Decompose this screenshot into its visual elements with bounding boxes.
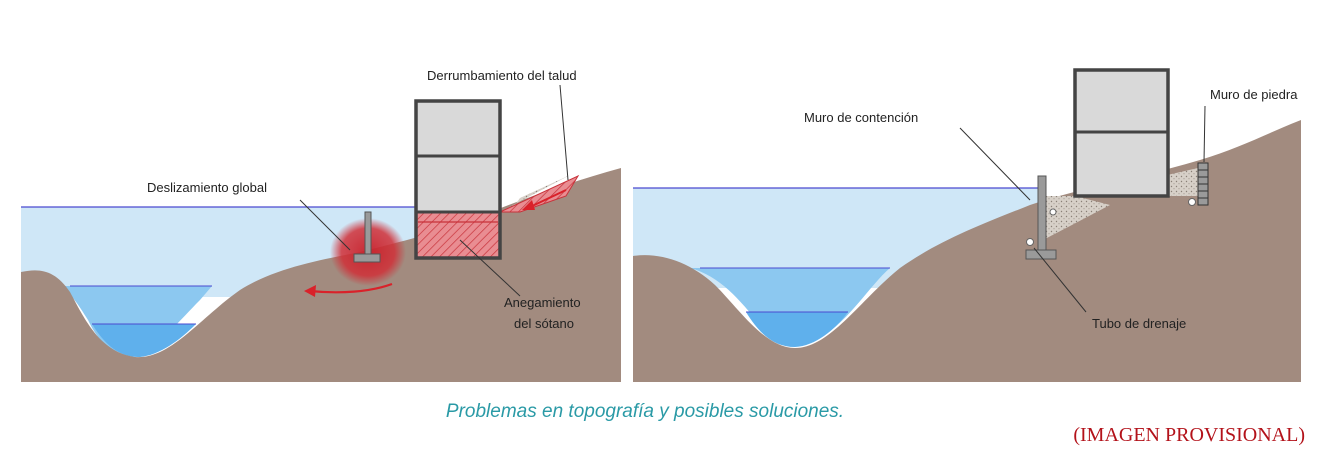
- left-building-floor-mid: [416, 156, 500, 212]
- label-basement-flood-2: del sótano: [514, 316, 574, 331]
- right-panel: [633, 68, 1301, 382]
- stone-wall-drain-icon: [1188, 198, 1196, 206]
- right-building-floor-bottom: [1075, 132, 1168, 196]
- basement-flooded: [416, 212, 500, 258]
- label-drain-pipe: Tubo de drenaje: [1092, 316, 1186, 331]
- label-retaining-wall: Muro de contención: [804, 110, 918, 125]
- provisional-image-stamp: (IMAGEN PROVISIONAL): [1073, 424, 1305, 446]
- drain-pipe-icon: [1026, 238, 1034, 246]
- leader-retaining-wall: [959, 127, 1031, 201]
- slide-arrow: [309, 282, 393, 294]
- leader-basement-flood: [459, 239, 521, 297]
- leader-global-slide: [299, 199, 351, 251]
- leader-stone-wall: [1203, 105, 1206, 163]
- left-river-deep: [92, 324, 196, 358]
- label-stone-wall: Muro de piedra: [1210, 87, 1298, 102]
- left-panel: [21, 84, 621, 382]
- left-building-floor-top: [416, 101, 500, 156]
- left-wall-footing: [353, 253, 381, 263]
- left-fill-soil: [371, 175, 570, 212]
- label-slope-collapse: Derrumbamiento del talud: [427, 68, 577, 83]
- right-river-deep: [746, 312, 848, 347]
- right-river-mid: [690, 268, 890, 345]
- collapse-arrow: [527, 189, 567, 209]
- collapse-arrow-head: [522, 200, 535, 210]
- topography-diagram: Derrumbamiento del talud Deslizamiento g…: [21, 68, 1301, 382]
- drain-pipe-upper-icon: [1049, 208, 1057, 216]
- leader-drain-pipe: [1033, 247, 1087, 313]
- label-global-slide: Deslizamiento global: [147, 180, 267, 195]
- label-basement-flood-1: Anegamiento: [504, 295, 581, 310]
- figure-caption: Problemas en topografía y posibles soluc…: [445, 401, 845, 422]
- stone-wall: [1197, 162, 1209, 206]
- retaining-wall-footing: [1025, 249, 1057, 260]
- slide-arrow-head: [304, 285, 316, 297]
- retaining-wall-stem: [1037, 175, 1047, 253]
- left-wall-stem: [364, 211, 372, 257]
- leader-slope-collapse: [559, 84, 569, 181]
- right-building-floor-top: [1075, 70, 1168, 132]
- slope-collapse-zone: [499, 174, 580, 213]
- right-fill-soil-front: [1043, 196, 1110, 240]
- left-building-outline: [414, 99, 502, 260]
